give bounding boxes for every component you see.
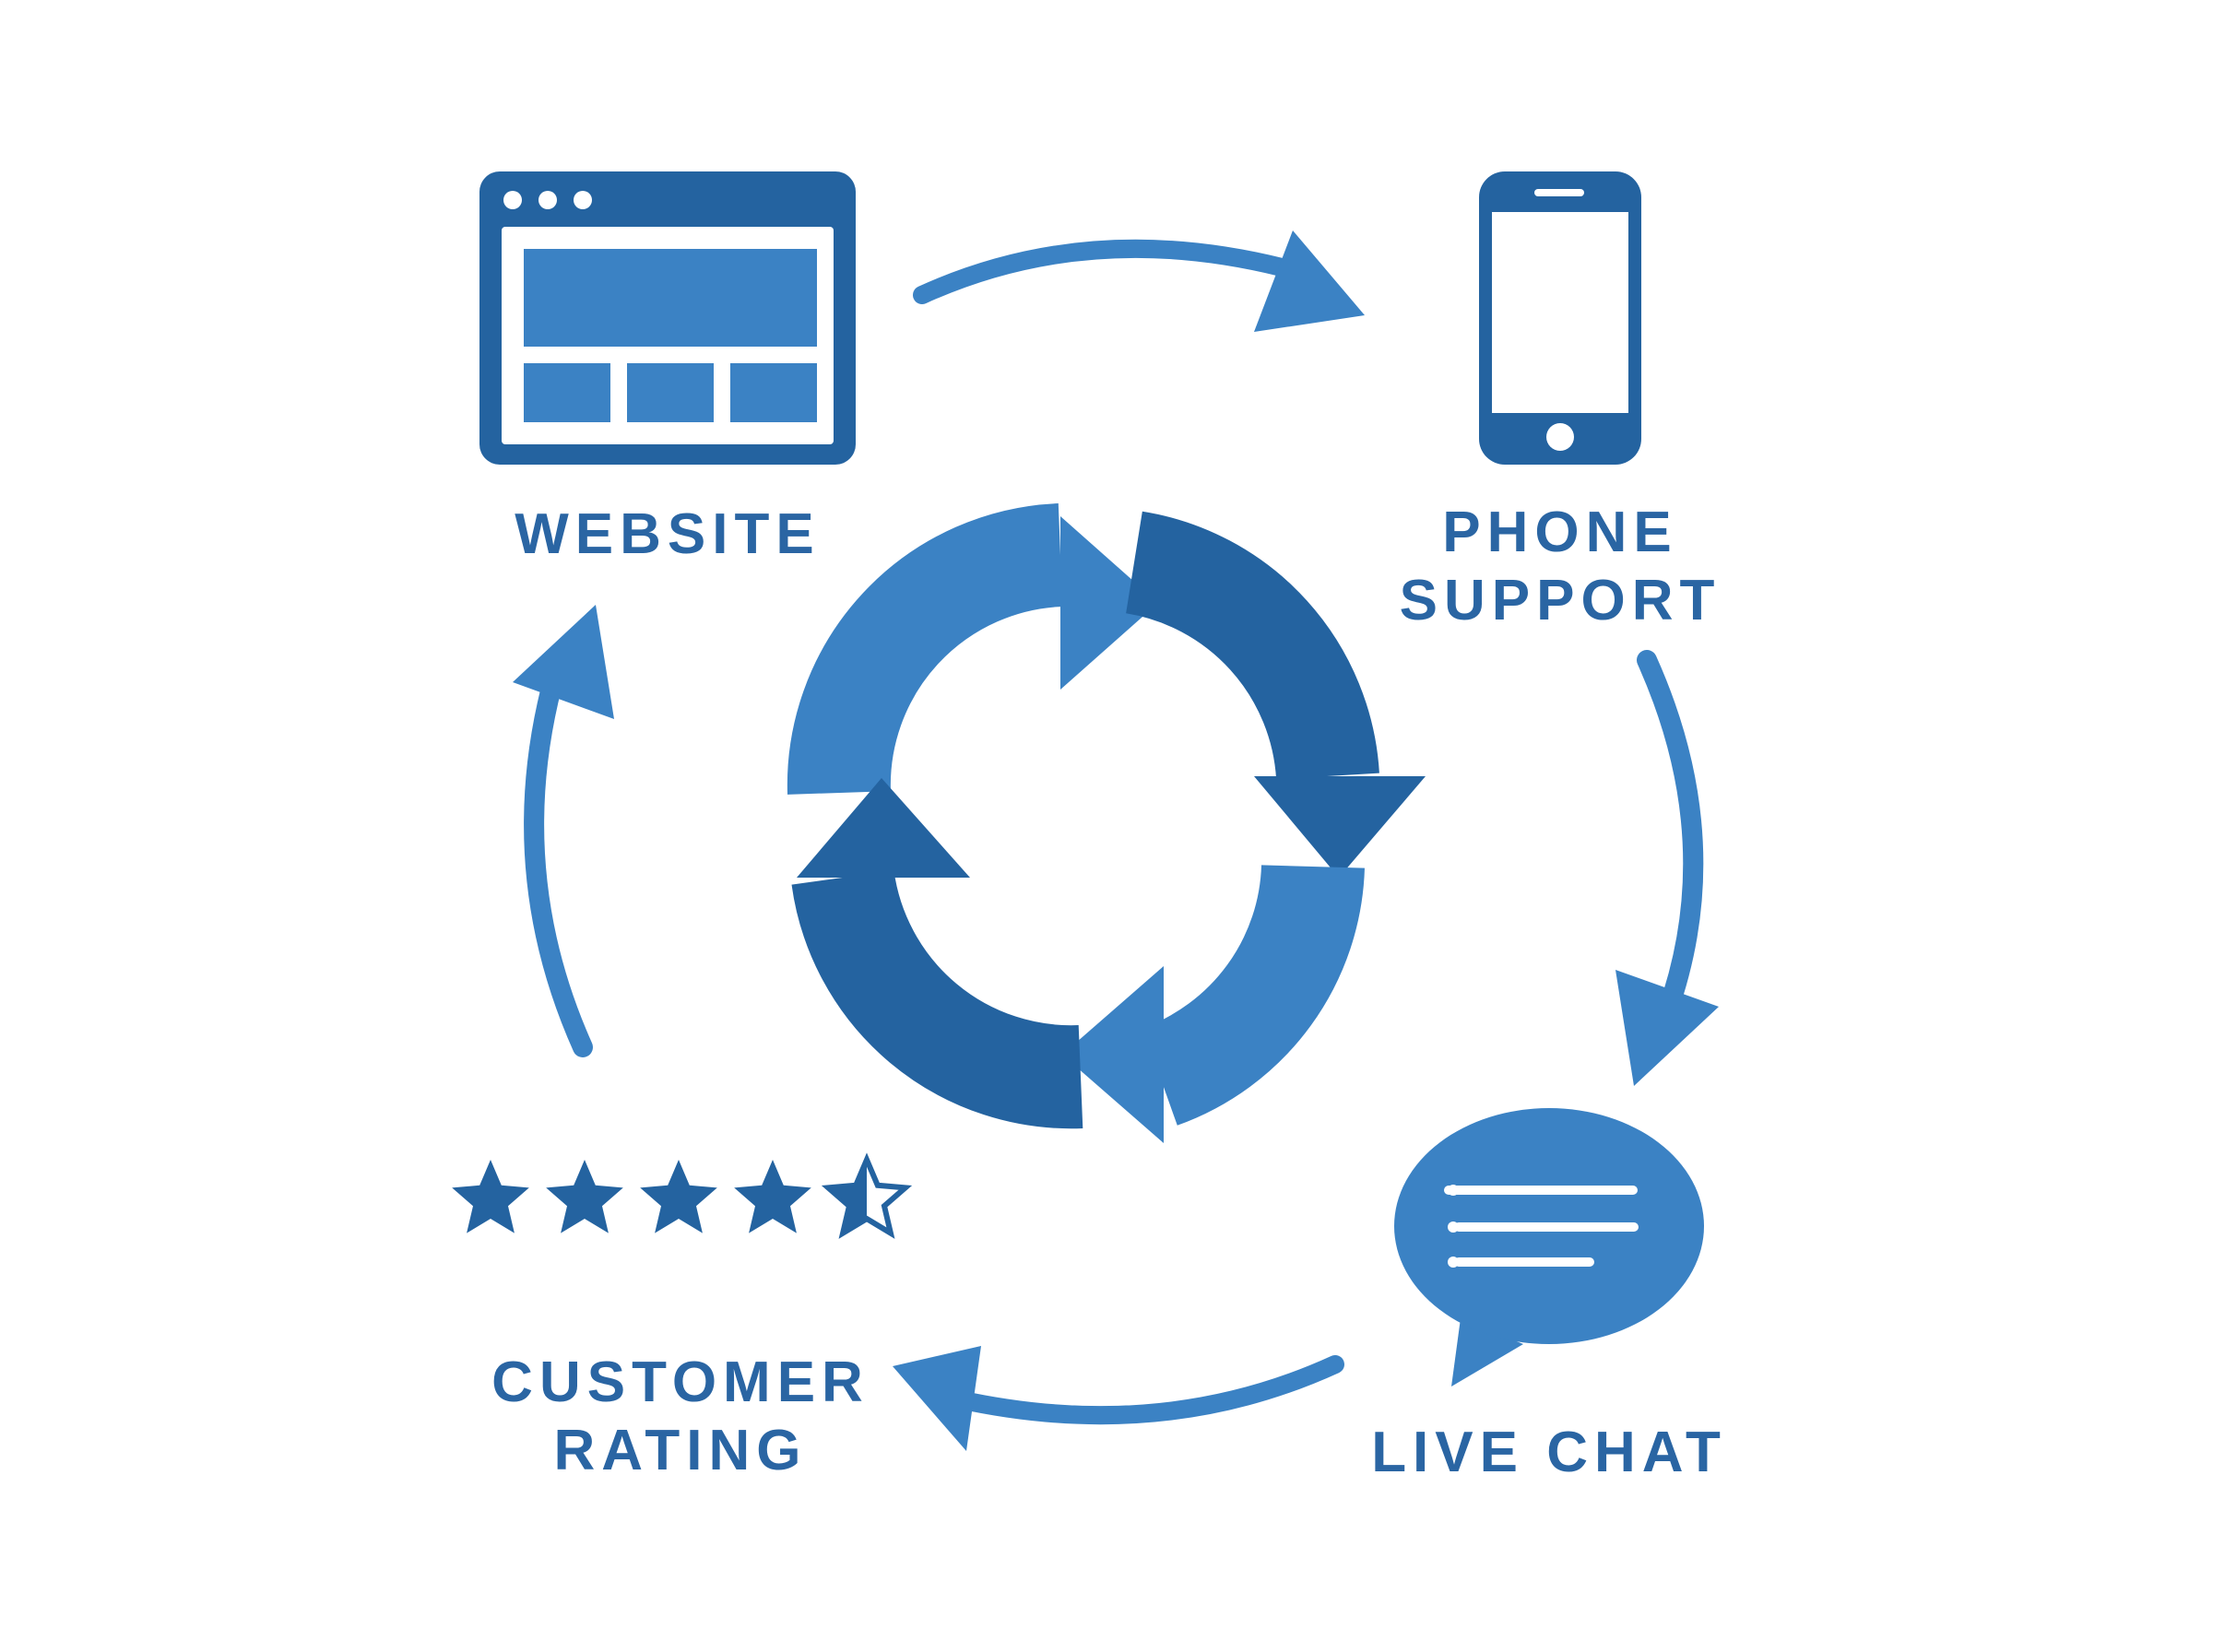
arrow-chat-to-rating: [893, 1346, 1344, 1451]
phone-support-label-line2: SUPPORT: [1400, 569, 1722, 632]
live-chat-node: LIVE CHAT: [1371, 1108, 1727, 1484]
live-chat-label: LIVE CHAT: [1371, 1421, 1727, 1484]
arrow-phone-to-chat: [1615, 650, 1719, 1086]
arrow-rating-to-website: [513, 605, 614, 1057]
customer-rating-label-line2: RATING: [553, 1419, 807, 1482]
website-node: WEBSITE: [479, 171, 856, 566]
full-star-icon: [452, 1160, 529, 1233]
full-star-icon: [640, 1160, 717, 1233]
full-star-icon: [546, 1160, 623, 1233]
chat-bubble-icon: [1394, 1108, 1704, 1386]
half-star-icon: [821, 1152, 913, 1239]
refresh-cycle-icon: [787, 503, 1426, 1143]
phone-support-node: PHONE SUPPORT: [1400, 171, 1722, 632]
browser-window-icon: [479, 171, 856, 465]
customer-rating-label-line1: CUSTOMER: [491, 1351, 870, 1414]
full-star-icon: [734, 1160, 811, 1233]
phone-support-label-line1: PHONE: [1442, 501, 1677, 564]
star-rating-icon: [452, 1152, 913, 1239]
smartphone-icon: [1479, 171, 1641, 465]
arrow-website-to-phone: [913, 230, 1365, 332]
customer-rating-node: CUSTOMER RATING: [452, 1152, 913, 1482]
website-label: WEBSITE: [515, 502, 820, 566]
